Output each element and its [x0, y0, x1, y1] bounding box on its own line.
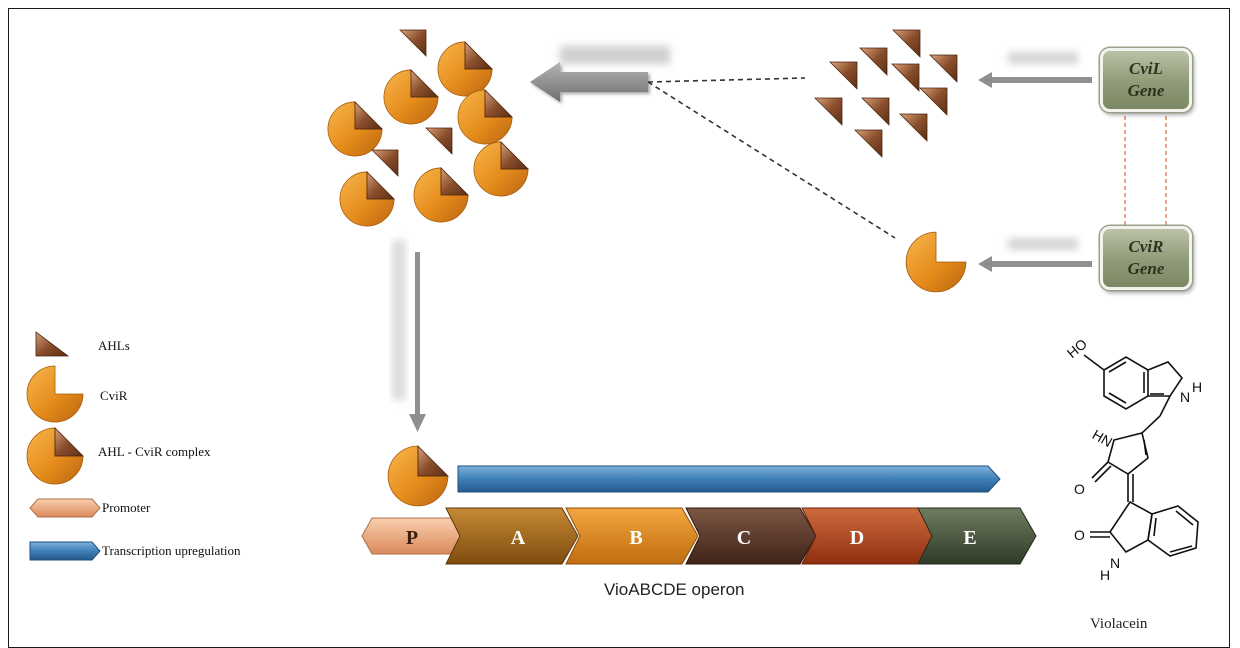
complex-icon — [437, 41, 493, 97]
violacein-structure — [1083, 354, 1199, 557]
atom-o-pyrrolone: O — [1074, 481, 1085, 497]
ahl-icon — [919, 87, 948, 116]
legend-cvir-label: CviR — [100, 388, 128, 403]
legend-ahl-icon — [35, 331, 70, 357]
cvir-icon — [905, 231, 967, 293]
ahl-icon — [899, 113, 928, 142]
vioabcde-operon: P A B C D E — [361, 507, 1037, 565]
legend-promoter-icon — [29, 498, 101, 518]
cvir-gene-box: CviR Gene — [1100, 226, 1192, 290]
complex-icon — [383, 69, 439, 125]
ahl-icon — [854, 129, 883, 158]
transcription-bar — [457, 465, 1001, 493]
ahl-cluster — [814, 29, 958, 158]
atom-n-indole: N — [1180, 389, 1190, 405]
complex-icon — [339, 171, 395, 227]
atom-h-oxindole: H — [1100, 567, 1110, 583]
complex-icon — [413, 167, 469, 223]
ahl-icon — [399, 29, 427, 57]
gene-a-segment — [445, 507, 579, 565]
blurred-label — [560, 46, 670, 64]
atom-h-indole: H — [1192, 379, 1202, 395]
cvil-gene-name: CviL — [1129, 59, 1163, 78]
cvil-gene-word: Gene — [1127, 81, 1165, 100]
segment-label-d: D — [850, 527, 864, 549]
legend — [26, 331, 101, 561]
atom-n-oxindole: N — [1110, 555, 1120, 571]
cvir-expression-arrow — [978, 238, 1092, 272]
violacein-atom-labels: HO N H HN O O N H — [1064, 335, 1203, 583]
blurred-label — [1008, 238, 1078, 250]
binding-arrow — [530, 46, 670, 102]
legend-promoter-label: Promoter — [102, 500, 151, 515]
cvil-expression-arrow — [978, 52, 1092, 88]
atom-o-oxindole: O — [1074, 527, 1085, 543]
legend-transcription-icon — [29, 541, 101, 561]
legend-cvir-icon — [26, 365, 84, 423]
segment-label-a: A — [511, 527, 526, 549]
ahl-icon — [892, 29, 921, 58]
complex-icon — [457, 89, 513, 145]
ahl-icon — [861, 97, 890, 126]
segment-label-p: P — [406, 527, 418, 549]
gene-e-segment — [917, 507, 1037, 565]
dashed-line-ahl — [647, 77, 806, 83]
segment-label-c: C — [737, 527, 751, 549]
complex-icon — [387, 445, 449, 507]
gene-c-segment — [685, 507, 817, 565]
dashed-line-cvir — [647, 81, 896, 239]
gene-b-segment — [565, 507, 699, 565]
ahl-icon — [371, 149, 399, 177]
ahl-icon — [814, 97, 843, 126]
legend-ahls-label: AHLs — [98, 338, 130, 353]
ahl-icon — [425, 127, 453, 155]
cvil-gene-box: CviL Gene — [1100, 48, 1192, 112]
blurred-label — [392, 240, 406, 400]
segment-label-e: E — [963, 527, 976, 549]
activation-arrow — [392, 240, 426, 432]
legend-transcription-label: Transcription upregulation — [102, 543, 241, 558]
operon-caption: VioABCDE operon — [604, 580, 745, 599]
ahl-icon — [859, 47, 888, 76]
violacein-caption: Violacein — [1090, 616, 1148, 632]
complex-cluster — [327, 29, 529, 227]
atom-hn-pyrrolone: HN — [1090, 426, 1116, 450]
blurred-label — [1008, 52, 1078, 64]
legend-complex-icon — [26, 427, 84, 485]
cvir-gene-word: Gene — [1127, 259, 1165, 278]
segment-label-b: B — [629, 527, 642, 549]
legend-complex-label: AHL - CviR complex — [98, 444, 211, 459]
complex-icon — [327, 101, 383, 157]
ahl-icon — [829, 61, 858, 90]
cvir-gene-name: CviR — [1128, 237, 1164, 256]
complex-icon — [473, 141, 529, 197]
ahl-icon — [929, 54, 958, 83]
ahl-icon — [891, 63, 920, 92]
gene-d-segment — [801, 507, 935, 565]
